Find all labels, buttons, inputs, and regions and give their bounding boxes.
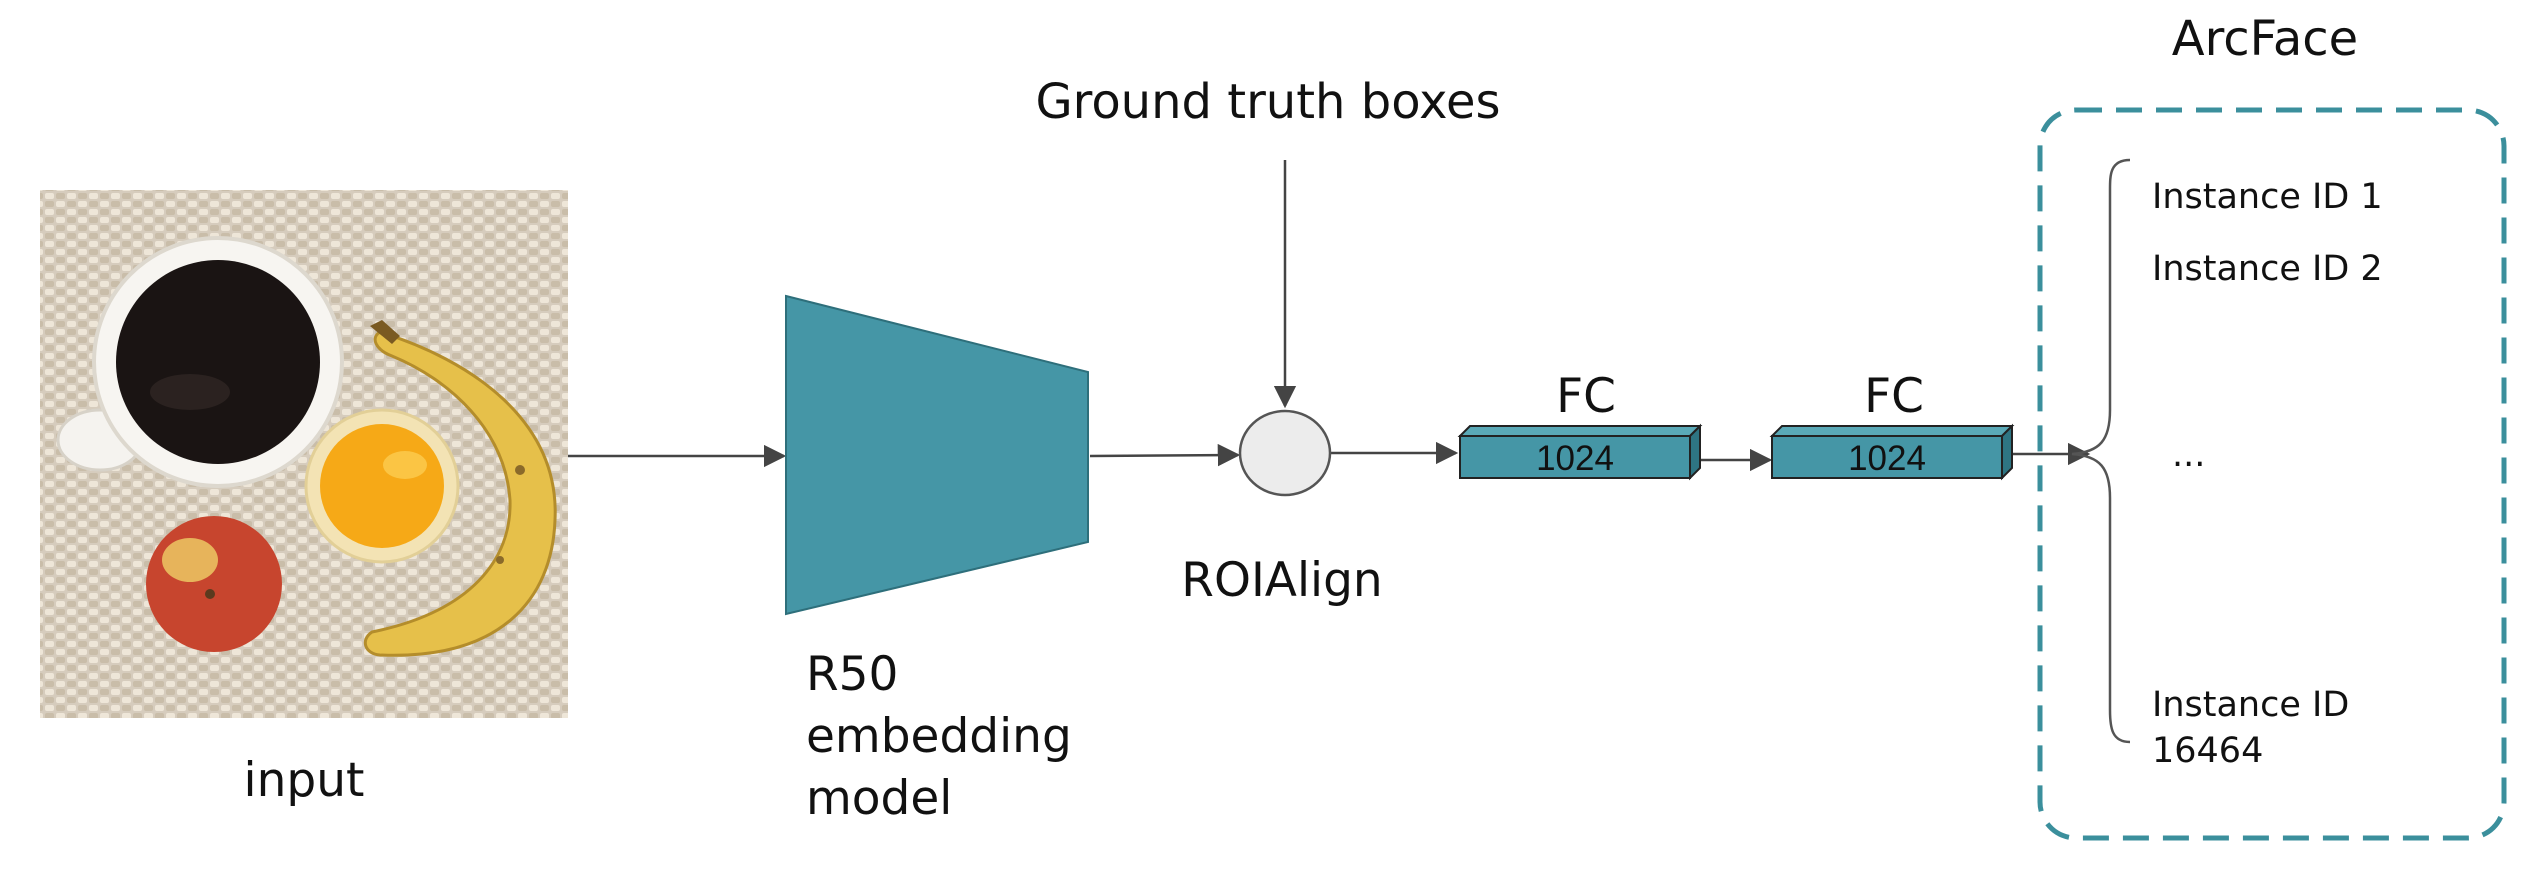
r50-backbone: [785, 294, 1089, 616]
coffee: [116, 260, 320, 464]
fc-block-front: [1771, 435, 2003, 479]
fc-layer-1: FC 1024: [1457, 369, 1703, 481]
instance-id-ellipsis: ...: [2172, 435, 2205, 475]
fc-title: FC: [1556, 369, 1616, 424]
fc-units: 1024: [1536, 439, 1614, 478]
arcface-box: [2037, 107, 2507, 841]
arrow-backbone-to-roialign: [1089, 443, 1241, 467]
ground-truth-label: Ground truth boxes: [1035, 74, 1500, 130]
roialign-label: ROIAlign: [1181, 553, 1382, 608]
instance-id-item: Instance ID 1: [2152, 177, 2383, 217]
orange-juice: [320, 424, 444, 548]
fc-block-top: [1457, 425, 1703, 437]
fc-block-front: [1459, 435, 1691, 479]
backbone-label-line: model: [806, 771, 952, 826]
fc-block-side: [1689, 423, 1701, 481]
banana-stem: [370, 320, 400, 344]
banana-spot: [496, 556, 504, 564]
fc-layer-2: FC 1024: [1769, 369, 2015, 481]
arcface-title: ArcFace: [2172, 11, 2358, 67]
input-photo: [40, 190, 568, 718]
juice-highlight: [383, 451, 427, 479]
instance-id-item: Instance ID 2: [2152, 249, 2383, 289]
backbone-label: R50 embedding model: [806, 647, 1087, 826]
backbone-label-line: embedding: [806, 709, 1072, 764]
banana: [363, 330, 557, 657]
banana-spot: [515, 465, 525, 475]
apple-highlight: [162, 538, 218, 582]
coffee-highlight: [150, 374, 230, 410]
fc-units: 1024: [1848, 439, 1926, 478]
apple: [146, 516, 282, 652]
fc-block-side: [2001, 423, 2013, 481]
roialign-node: [1238, 409, 1332, 497]
arcface-block: ArcFace Instance ID 1 Instance ID 2 ... …: [2037, 11, 2507, 841]
arcface-bracket: [2071, 158, 2131, 744]
backbone-label-line: R50: [806, 647, 898, 702]
fc-title: FC: [1864, 369, 1924, 424]
fc-block-top: [1769, 425, 2015, 437]
apple-stem: [205, 589, 215, 599]
input-label: input: [244, 753, 365, 808]
instance-id-item: 16464: [2152, 731, 2263, 771]
instance-id-item: Instance ID: [2152, 685, 2349, 725]
